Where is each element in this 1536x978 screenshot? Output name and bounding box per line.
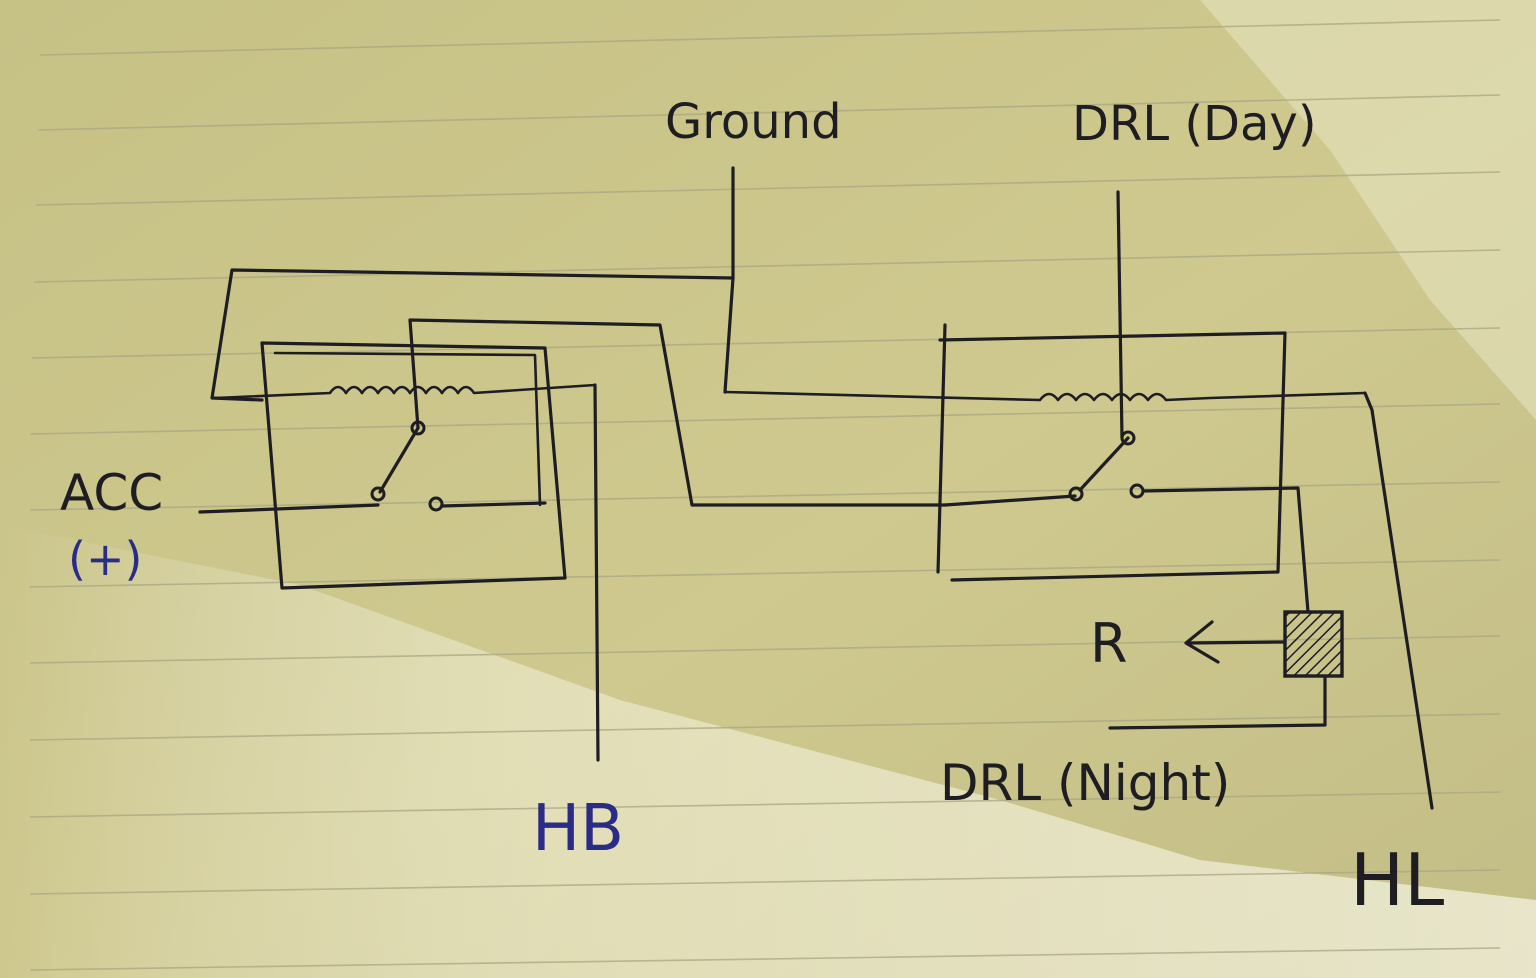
wire-drl-night <box>1108 674 1327 730</box>
light-glare-bottom <box>0 525 1536 978</box>
label-acc-plus: (+) <box>68 532 142 586</box>
relay-1-contact-closed <box>370 486 386 502</box>
relay-1-output-stub <box>440 501 547 508</box>
relay-2-outline <box>938 331 1287 582</box>
relay-2-switch-arm <box>1078 436 1130 492</box>
wire-relay2-output <box>1141 486 1310 614</box>
label-ground: Ground <box>665 94 842 150</box>
label-hb: HB <box>532 792 624 866</box>
wire-relay2-input <box>943 494 1077 507</box>
resistor-symbol <box>1283 610 1344 678</box>
wire-hb <box>593 383 600 762</box>
wire-hl <box>1363 391 1434 810</box>
wire-relay1-pivot-to-relay2 <box>408 318 947 507</box>
relay-2-coil <box>723 390 1367 402</box>
relay-2 <box>723 323 1367 582</box>
label-acc: ACC <box>60 464 163 522</box>
relay-1-coil <box>213 383 597 400</box>
light-glare-top-right <box>1200 0 1536 420</box>
relay-1-switch-arm <box>378 426 420 494</box>
wire-ground-loop <box>210 268 735 402</box>
relay-2-left-side <box>936 323 947 574</box>
wire-drl-day <box>1116 190 1124 440</box>
wire-acc-input <box>198 503 380 514</box>
wires <box>198 166 1434 810</box>
label-hl: HL <box>1350 838 1444 922</box>
relay-1-outline <box>260 341 567 590</box>
label-resistor: R <box>1090 612 1128 675</box>
resistor-arrow-icon <box>1184 620 1287 664</box>
relay-2-contact-closed <box>1068 486 1084 502</box>
relay-1-contact-open <box>428 496 444 512</box>
label-drl-day: DRL (Day) <box>1072 96 1317 152</box>
relay-1-inner-line <box>273 351 542 507</box>
label-drl-night: DRL (Night) <box>940 754 1230 812</box>
